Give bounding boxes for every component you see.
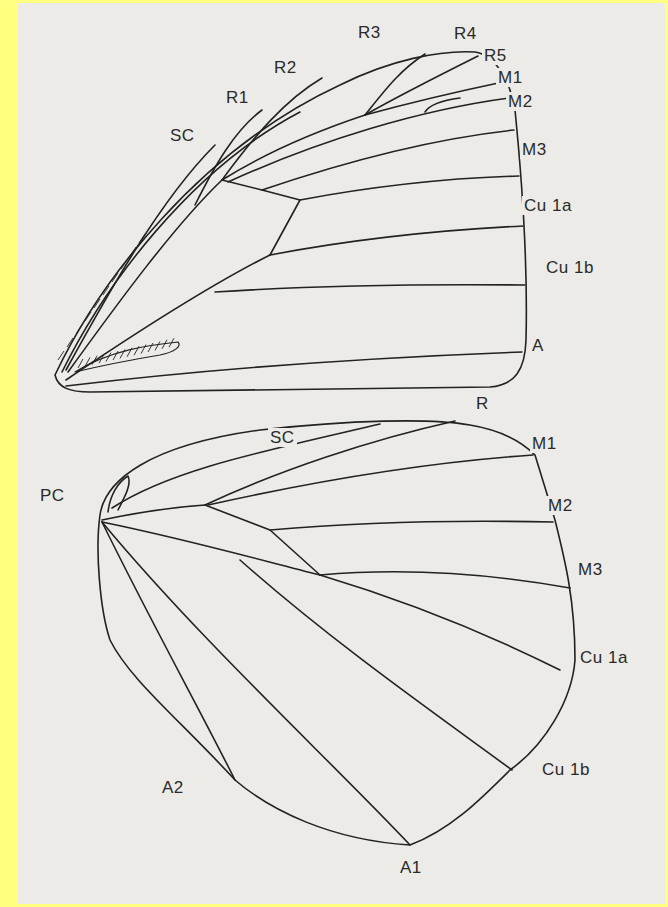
vein-label: Cu 1b xyxy=(540,760,592,779)
hatch-stroke xyxy=(106,353,111,362)
vein-label: R xyxy=(474,394,491,413)
m1-hind-vein xyxy=(208,455,533,505)
vein-label: A xyxy=(530,336,546,355)
m3-vein xyxy=(300,176,519,200)
hatch-stroke xyxy=(169,338,174,347)
cell-lower-vein xyxy=(66,255,270,380)
hatch-stroke xyxy=(112,273,118,282)
vein-label: Cu 1a xyxy=(578,648,630,667)
hatch-stroke xyxy=(157,208,163,217)
hatch-stroke xyxy=(162,340,167,349)
sc-vein xyxy=(66,145,215,370)
vein-label: SC xyxy=(268,428,297,447)
hatch-stroke xyxy=(127,348,132,357)
hatch-stroke xyxy=(76,325,82,334)
vein-label: R2 xyxy=(272,58,299,77)
hatch-stroke xyxy=(78,359,83,368)
m2-vein xyxy=(262,130,514,190)
cu1b-hind-vein xyxy=(240,560,512,770)
hatch-stroke xyxy=(155,341,160,350)
r-stalk-vein xyxy=(222,115,365,180)
hatch-stroke xyxy=(113,351,118,360)
hatch-stroke xyxy=(99,354,104,363)
forewing-outline xyxy=(55,52,526,392)
hatch-stroke xyxy=(139,234,145,243)
hatch-stroke xyxy=(67,338,73,347)
hatch-stroke xyxy=(58,351,64,360)
m2-hind-vein xyxy=(270,521,553,530)
cell-crossvein xyxy=(222,180,300,255)
hatch-stroke xyxy=(85,312,91,321)
r-hind-vein xyxy=(205,421,455,505)
costal-vein xyxy=(62,112,300,372)
vein-label: Cu 1a xyxy=(522,196,574,215)
hatch-stroke xyxy=(121,260,127,269)
a1-hind-vein xyxy=(102,522,410,845)
vein-label: M2 xyxy=(546,496,575,515)
vein-label: M3 xyxy=(576,560,605,579)
vein-label: M2 xyxy=(506,92,535,111)
r2-vein xyxy=(222,78,322,180)
vein-label: M3 xyxy=(520,140,549,159)
vein-label: A1 xyxy=(398,858,424,877)
a-vein xyxy=(66,352,522,386)
vein-label: R5 xyxy=(482,46,509,65)
cu1a-vein xyxy=(270,226,523,255)
hatch-stroke xyxy=(148,221,154,230)
hatch-stroke xyxy=(148,343,153,352)
cu1b-vein xyxy=(215,285,525,292)
cell-lower-hind-vein xyxy=(102,522,320,575)
r1-vein xyxy=(195,110,262,205)
vein-label: M1 xyxy=(530,434,559,453)
hatch-stroke xyxy=(134,346,139,355)
vein-label: Cu 1b xyxy=(544,258,596,277)
r5-vein xyxy=(365,82,503,115)
m3-hind-vein xyxy=(320,572,570,588)
cell-upper-vein xyxy=(68,180,222,372)
sc-hind-vein xyxy=(112,424,380,508)
hatch-stroke xyxy=(141,345,146,354)
vein-label: A2 xyxy=(160,778,186,797)
vein-label: M1 xyxy=(496,68,525,87)
hatch-stroke xyxy=(92,356,97,365)
vein-label: R4 xyxy=(452,24,479,43)
hatch-stroke xyxy=(120,349,125,358)
scale-hatching xyxy=(58,208,174,368)
hindwing-outline xyxy=(98,421,575,845)
pc-vein xyxy=(108,476,129,512)
hatch-stroke xyxy=(85,357,90,366)
cell-upper-hind-vein xyxy=(102,505,205,520)
hatch-stroke xyxy=(103,286,109,295)
vein-label: PC xyxy=(38,486,67,505)
hatch-stroke xyxy=(94,299,100,308)
vein-label: R1 xyxy=(224,88,251,107)
a2-hind-vein xyxy=(102,522,235,780)
m1-vein xyxy=(228,98,509,182)
vein-label: R3 xyxy=(356,23,383,42)
vein-label: SC xyxy=(168,126,197,145)
hatch-stroke xyxy=(130,247,136,256)
r3-vein xyxy=(365,54,425,115)
cell-crossvein-hind xyxy=(205,505,320,575)
